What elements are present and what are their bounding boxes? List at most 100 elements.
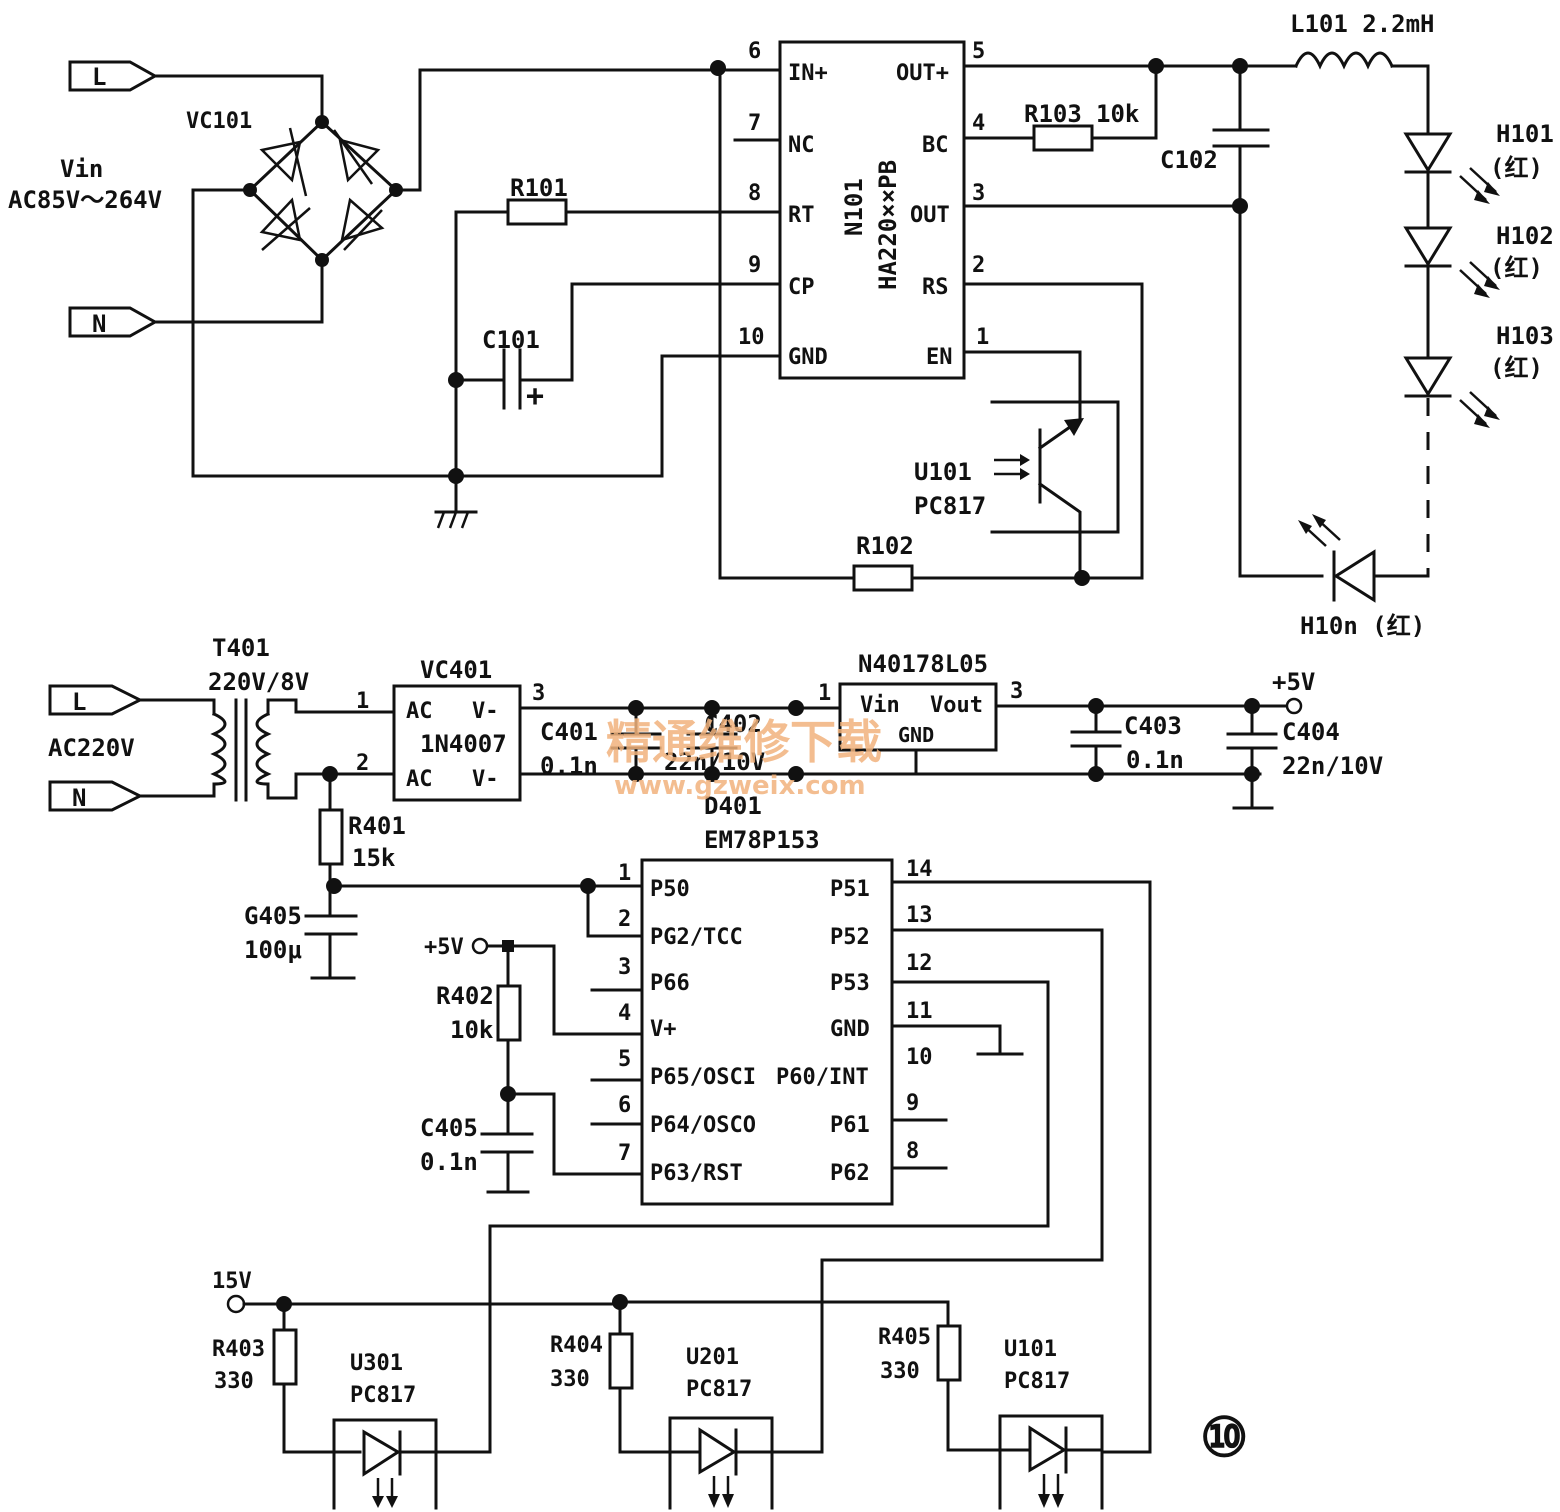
- terminal-L-top: L: [68, 60, 159, 92]
- bridge-label: VC101: [186, 109, 252, 134]
- ic-n101-part: HA220××PB: [874, 160, 902, 290]
- mcu-em78p153: [640, 858, 894, 1206]
- svg-text:P51: P51: [830, 877, 870, 902]
- reg-pin3: 3: [1010, 679, 1023, 704]
- svg-text:14: 14: [906, 857, 933, 882]
- d401-label: D401: [704, 792, 762, 820]
- plus5v-label: +5V: [1272, 668, 1315, 696]
- svg-text:10: 10: [906, 1045, 933, 1070]
- r401-value: 15k: [352, 844, 396, 872]
- terminal-N-bottom: N: [48, 780, 144, 812]
- c404-value: 22n/10V: [1282, 752, 1383, 780]
- terminal-L-bottom: L: [48, 684, 144, 716]
- led-h10n: [1298, 514, 1376, 603]
- r103-value: 10k: [1096, 100, 1140, 128]
- vin-label: Vin: [60, 155, 103, 183]
- svg-text:EN: EN: [926, 345, 953, 370]
- u101-top-part: PC817: [914, 492, 986, 520]
- svg-text:8: 8: [748, 181, 761, 206]
- vc401-pin3: 3: [532, 681, 545, 706]
- svg-text:NC: NC: [788, 133, 815, 158]
- r403-value: 330: [214, 1369, 254, 1394]
- watermark-text: 精通维修下载: [606, 715, 882, 769]
- svg-text:P53: P53: [830, 971, 870, 996]
- svg-text:GND: GND: [788, 345, 828, 370]
- u301-part: PC817: [350, 1383, 416, 1408]
- svg-text:P50: P50: [650, 877, 690, 902]
- terminal-N-top: N: [68, 306, 159, 338]
- r404-value: 330: [550, 1367, 590, 1392]
- r401-label: R401: [348, 812, 406, 840]
- resistor-r102: [852, 564, 914, 592]
- svg-text:P60/INT: P60/INT: [776, 1065, 869, 1090]
- t401-label: T401: [212, 634, 270, 662]
- svg-text:OUT+: OUT+: [896, 61, 949, 86]
- mcu-right-pins: 14 P51 13 P52 12 P53 11 GND 10 P60/INT 9…: [776, 857, 948, 1186]
- ic-n101-left-pins: 6 IN+ 7 NC 8 RT 9 CP 10 GND: [738, 39, 828, 370]
- c402-label: C402: [704, 710, 762, 738]
- vc401-ac2: AC: [406, 767, 433, 792]
- resistor-r402: [496, 984, 522, 1042]
- vc401-pin1: 1: [356, 689, 369, 714]
- v15-label: 15V: [212, 1269, 252, 1294]
- t401-value: 220V/8V: [208, 668, 309, 696]
- c102-label: C102: [1160, 146, 1218, 174]
- svg-text:CP: CP: [788, 275, 815, 300]
- transformer-t401: [138, 698, 396, 802]
- optocoupler-u201: [668, 1416, 774, 1510]
- svg-text:P64/OSCO: P64/OSCO: [650, 1113, 756, 1138]
- vc401-label: VC401: [420, 656, 492, 684]
- svg-text:7: 7: [748, 111, 761, 136]
- svg-text:P52: P52: [830, 925, 870, 950]
- svg-text:P62: P62: [830, 1161, 870, 1186]
- svg-text:9: 9: [906, 1091, 919, 1116]
- watermark-url: www.gzweix.com: [614, 771, 866, 801]
- svg-text:BC: BC: [922, 133, 949, 158]
- svg-text:N: N: [72, 784, 86, 812]
- g405-label: G405: [244, 902, 302, 930]
- h103-label: H103: [1496, 322, 1554, 350]
- h101-label: H101: [1496, 120, 1554, 148]
- c101-label: C101: [482, 326, 540, 354]
- svg-text:V+: V+: [650, 1017, 677, 1042]
- svg-text:5: 5: [618, 1047, 631, 1072]
- svg-text:13: 13: [906, 903, 933, 928]
- svg-text:P66: P66: [650, 971, 690, 996]
- ic-n101-right-pins: 5 OUT+ 4 BC 3 OUT 2 RS 1 EN: [896, 39, 989, 370]
- mcu-part: EM78P153: [704, 826, 820, 854]
- svg-text:5: 5: [972, 39, 985, 64]
- h102-label: H102: [1496, 222, 1554, 250]
- c405-value: 0.1n: [420, 1148, 478, 1176]
- svg-text:2: 2: [618, 907, 631, 932]
- u101-bottom-part: PC817: [1004, 1369, 1070, 1394]
- svg-text:10: 10: [738, 325, 765, 350]
- h103-color: (红): [1490, 354, 1543, 382]
- svg-text:3: 3: [972, 181, 985, 206]
- resistor-r401: [318, 808, 344, 866]
- svg-text:RT: RT: [788, 203, 815, 228]
- c401-label: C401: [540, 718, 598, 746]
- r101-label: R101: [510, 174, 568, 202]
- svg-text:P63/RST: P63/RST: [650, 1161, 743, 1186]
- rectifier-vc401: [392, 684, 522, 802]
- svg-text:11: 11: [906, 999, 933, 1024]
- optocoupler-u301: [332, 1418, 438, 1510]
- u301-label: U301: [350, 1351, 403, 1376]
- svg-text:P61: P61: [830, 1113, 870, 1138]
- g405-value: 100μ: [244, 936, 302, 964]
- svg-text:4: 4: [618, 1001, 631, 1026]
- svg-text:GND: GND: [830, 1017, 870, 1042]
- r404-label: R404: [550, 1333, 603, 1358]
- svg-text:3: 3: [618, 955, 631, 980]
- c401-value: 0.1n: [540, 752, 598, 780]
- r405-label: R405: [878, 1325, 931, 1350]
- svg-text:1: 1: [976, 325, 989, 350]
- mcu-left-pins: 1 P50 2 PG2/TCC 3 P66 4 V+ 5 P65/OSCI 6 …: [590, 861, 756, 1186]
- resistor-r103: [1032, 124, 1094, 152]
- r402-value: 10k: [450, 1016, 494, 1044]
- r103-label: R103: [1024, 100, 1082, 128]
- l101-label: L101 2.2mH: [1290, 10, 1435, 38]
- u101-bottom-label: U101: [1004, 1337, 1057, 1362]
- r102-label: R102: [856, 532, 914, 560]
- regulator-label: N40178L05: [858, 650, 988, 678]
